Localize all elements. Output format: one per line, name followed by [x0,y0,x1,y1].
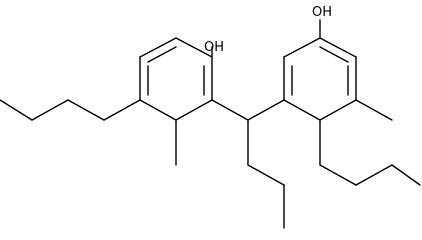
bond-l1-l2 [175,37,213,58]
butyl-right-bond-4 [391,164,421,186]
structure-drawing: OH [0,5,421,229]
right-aromatic-ring [283,37,357,121]
left-aromatic-ring [139,37,213,121]
butyl-left-bond-2 [67,99,105,121]
bond-r4-r5 [283,99,321,121]
butyl-chain-left [0,99,141,121]
propyl-bond-2 [247,164,285,186]
butyl-left-bond-4 [0,99,33,121]
hydroxyl-left-label: OH [204,40,224,55]
bond-l6-l1 [139,37,177,58]
bridge-bond-right [247,99,285,121]
butyl-right-bond-2 [319,164,357,186]
molecule-diagram: OH [0,5,421,229]
bond-r6-r1 [283,37,321,58]
bond-l3-l4 [175,99,213,121]
bond-methyl-right [355,99,393,121]
bond-r3-r4 [319,99,357,121]
butyl-left-bond-1 [103,99,141,121]
hydroxyl-right-label: OH [312,5,332,20]
double-bond-r-top [319,46,349,63]
double-bond-l-top [147,46,177,63]
butyl-right-bond-3 [355,164,393,186]
bond-l4-l5 [139,99,177,121]
butyl-chain-right [319,119,421,186]
butyl-left-bond-3 [31,99,69,121]
bridge-bond-left [211,99,249,121]
bridge-carbon [211,99,285,229]
bond-r1-r2 [319,37,357,58]
